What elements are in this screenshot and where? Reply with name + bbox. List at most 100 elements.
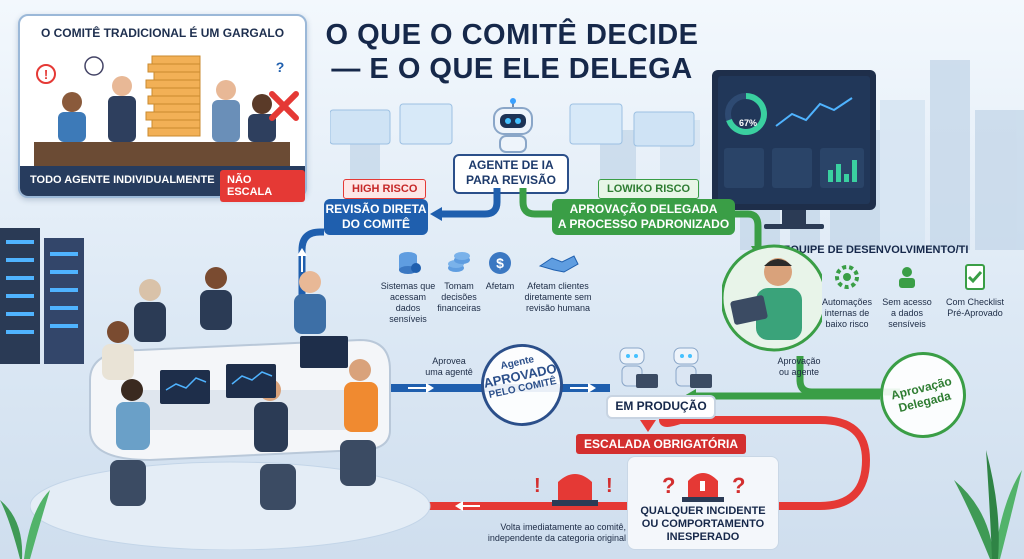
title-line-1: O QUE O COMITÊ DECIDE	[325, 19, 699, 51]
database-icon	[399, 252, 421, 274]
direct-committee-review-box: REVISÃO DIRETA DO COMITÊ	[324, 199, 428, 235]
committee-meeting-illustration	[30, 267, 431, 550]
ai-agent-label-line-1: AGENTE DE IA	[468, 158, 554, 172]
alert-icon	[36, 64, 56, 84]
robot-icon	[493, 98, 533, 153]
gear-icon	[835, 265, 859, 289]
developer-illustration	[722, 244, 822, 352]
committee-member-4	[102, 321, 134, 380]
traditional-panel-title: O COMITÊ TRADICIONAL É UM GARGALO	[40, 26, 285, 40]
criterion-4-line-2: diretamente sem	[524, 292, 592, 302]
monitor-gauge-value: 67%	[738, 118, 757, 128]
criterion-affect-clients: Afetam clientes diretamente sem revisão …	[518, 250, 598, 314]
person-right-2	[248, 94, 276, 142]
dev-approval-line-2: ou agente	[778, 367, 820, 377]
siren-icon: ? ?	[662, 473, 745, 502]
committee-member-1	[134, 279, 166, 342]
criterion-1-line-2: acessam dados	[389, 292, 426, 313]
incident-line-3: INESPERADO	[666, 531, 740, 543]
approves-line-1: Aprovea	[432, 356, 466, 366]
traditional-panel-footer: TODO AGENTE INDIVIDUALMENTE NÃO ESCALA	[20, 166, 305, 202]
approves-agent-note: Aprovea uma agentê	[418, 356, 480, 378]
delegated-approval-box: APROVAÇÃO DELEGADA A PROCESSO PADRONIZAD…	[552, 199, 735, 235]
direct-review-line-2: DO COMITÊ	[342, 217, 410, 231]
criterion-2-line-3: financeiras	[437, 303, 481, 313]
svg-text:?: ?	[662, 473, 675, 498]
criterion-1-line-1: Sistemas que	[380, 281, 436, 291]
robot-icon	[673, 347, 712, 388]
in-production-label: EM PRODUÇÃO	[606, 395, 716, 419]
title-line-2: — E O QUE ELE DELEGA	[331, 53, 693, 85]
criterion-2-line-1: Tomam	[444, 281, 474, 291]
svg-text:?: ?	[276, 59, 285, 75]
checklist-icon	[965, 264, 985, 290]
svg-text:!: !	[606, 475, 613, 497]
traditional-committee-panel: O COMITÊ TRADICIONAL É UM GARGALO	[18, 14, 307, 202]
svg-text:?: ?	[732, 473, 745, 498]
incident-box: ? ? QUALQUER INCIDENTE OU COMPORTAMENTO …	[627, 456, 779, 550]
dev-item-2-line-3: sensíveis	[888, 319, 926, 329]
footer-text: TODO AGENTE INDIVIDUALMENTE	[30, 174, 215, 186]
dev-item-no-sensitive-access: Sem acesso a dados sensíveis	[877, 262, 937, 330]
robot-icon	[619, 347, 658, 388]
person-stressed-center	[108, 76, 136, 142]
low-risk-tag: LOWIKO RISCO	[598, 179, 700, 199]
svg-text:!: !	[44, 67, 48, 82]
plant-left	[0, 490, 50, 559]
paper-stack	[145, 55, 201, 137]
committee-member-2	[200, 267, 232, 330]
dev-item-1-line-2: internas de	[824, 308, 870, 318]
delegated-approval-line-1: APROVAÇÃO DELEGADA	[569, 202, 718, 216]
dev-item-3-line-1: Com Checklist	[945, 297, 1004, 307]
criterion-2-line-2: decisões	[441, 292, 477, 302]
confusion-icon	[84, 56, 104, 76]
incident-text: QUALQUER INCIDENTE OU COMPORTAMENTO INES…	[628, 505, 778, 544]
coins-icon	[448, 252, 470, 272]
dev-team-title: EQUIPE DE DESENVOLVIMENTO/TI	[783, 244, 969, 256]
ai-agent-label: AGENTE DE IA PARA REVISÃO	[453, 154, 569, 194]
red-x-icon	[269, 91, 299, 121]
dashboard-monitor	[712, 70, 876, 229]
dev-item-2-line-2: a dados	[890, 308, 924, 318]
dev-item-1-line-1: Automações	[821, 297, 873, 307]
no-scale-badge: NÃO ESCALA	[220, 170, 305, 202]
return-to-committee-note: Volta imediatamente ao comitê, independe…	[470, 522, 626, 544]
overwhelmed-committee-illustration: ! ?	[34, 55, 290, 166]
dev-approval-note: Aprovação ou agente	[760, 356, 838, 378]
ai-agent-label-line-2: PARA REVISÃO	[465, 173, 556, 187]
plant-right	[954, 450, 1022, 559]
production-robots	[619, 347, 712, 388]
criterion-affect: $ Afetam	[482, 250, 518, 292]
dev-item-3-line-2: Pré-Aprovado	[947, 308, 1003, 318]
high-risk-criteria: Sistemas que acessam dados sensíveis Tom…	[378, 250, 598, 324]
committee-member-7	[344, 359, 378, 432]
dev-approval-line-1: Aprovação	[777, 356, 821, 366]
criterion-4-line-1: Afetam clientes	[527, 281, 589, 291]
dev-item-checklist: Com Checklist Pré-Aprovado	[937, 262, 1013, 319]
criterion-3-line-1: Afetam	[485, 281, 515, 291]
handshake-icon	[538, 255, 579, 273]
siren-icon: ! !	[534, 474, 613, 506]
direct-review-line-1: REVISÃO DIRETA	[325, 202, 427, 216]
server-racks	[0, 228, 84, 364]
criterion-4-line-3: revisão humana	[525, 303, 591, 313]
incident-line-1: QUALQUER INCIDENTE	[640, 505, 766, 517]
return-line-1: Volta imediatamente ao comitê,	[500, 522, 626, 532]
criterion-financial-decisions: Tomam decisões financeiras	[436, 250, 482, 314]
criterion-sensitive-data: Sistemas que acessam dados sensíveis	[378, 250, 438, 325]
incident-line-2: OU COMPORTAMENTO	[641, 518, 765, 530]
svg-text:$: $	[496, 255, 504, 271]
delegated-approval-line-2: A PROCESSO PADRONIZADO	[557, 217, 730, 231]
high-risk-tag: HIGH RISCO	[343, 179, 427, 199]
dollar-icon: $	[489, 252, 511, 274]
dev-item-1-line-3: baixo risco	[825, 319, 869, 329]
dev-team-items: Automações internas de baixo risco Sem a…	[815, 262, 1015, 332]
person-right-1	[212, 80, 240, 142]
page-title: O QUE O COMITÊ DECIDE — E O QUE ELE DELE…	[322, 18, 702, 86]
dev-item-2-line-1: Sem acesso	[882, 297, 932, 307]
person-stressed-left	[58, 92, 86, 142]
criterion-1-line-3: sensíveis	[389, 314, 427, 324]
committee-member-5	[116, 379, 150, 450]
committee-member-3	[294, 271, 326, 334]
